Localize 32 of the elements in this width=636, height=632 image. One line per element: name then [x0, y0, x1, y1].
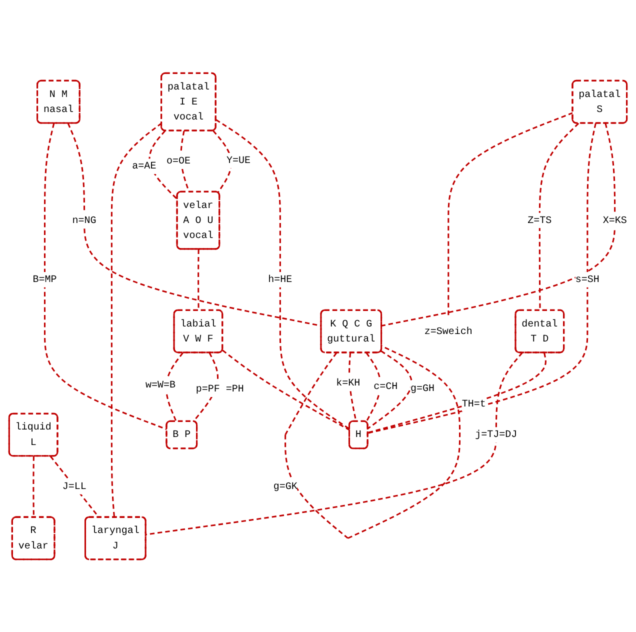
node-text: z=Sweich	[424, 325, 472, 337]
edge-label: Y=UE	[226, 154, 250, 166]
edge-label: n=NG	[72, 214, 96, 226]
connector	[216, 118, 350, 430]
connector	[148, 130, 178, 200]
connector	[382, 122, 616, 326]
edge-label: g=GK	[273, 480, 298, 492]
edge-label: c=CH	[374, 380, 398, 392]
edge-label: g=GH	[410, 382, 435, 394]
edge-label: TH=t	[462, 398, 486, 410]
connector	[110, 122, 162, 518]
edge-label: o=OE	[166, 154, 190, 166]
connector	[368, 350, 412, 429]
edge-label: J=LL	[62, 480, 86, 492]
edge-label: X=KS	[602, 214, 627, 226]
edge-label: s=SH	[575, 273, 600, 285]
edge-label: w=W=B	[145, 378, 176, 390]
connector	[368, 122, 596, 434]
connector	[538, 122, 580, 310]
edge-label: k=KH	[336, 376, 360, 388]
edge-label: p=PF =PH	[196, 382, 244, 394]
edge-label: j=TJ=DJ	[475, 428, 518, 440]
edge-label: B=MP	[32, 273, 57, 285]
edge-label: a=AE	[132, 160, 156, 172]
connector	[284, 345, 461, 539]
edge-label: Z=TS	[528, 214, 552, 226]
connector	[368, 352, 546, 434]
connector	[50, 456, 100, 518]
connector	[198, 249, 200, 310]
edge-label: h=HE	[268, 273, 292, 285]
connector	[32, 456, 34, 518]
connector	[448, 112, 574, 318]
